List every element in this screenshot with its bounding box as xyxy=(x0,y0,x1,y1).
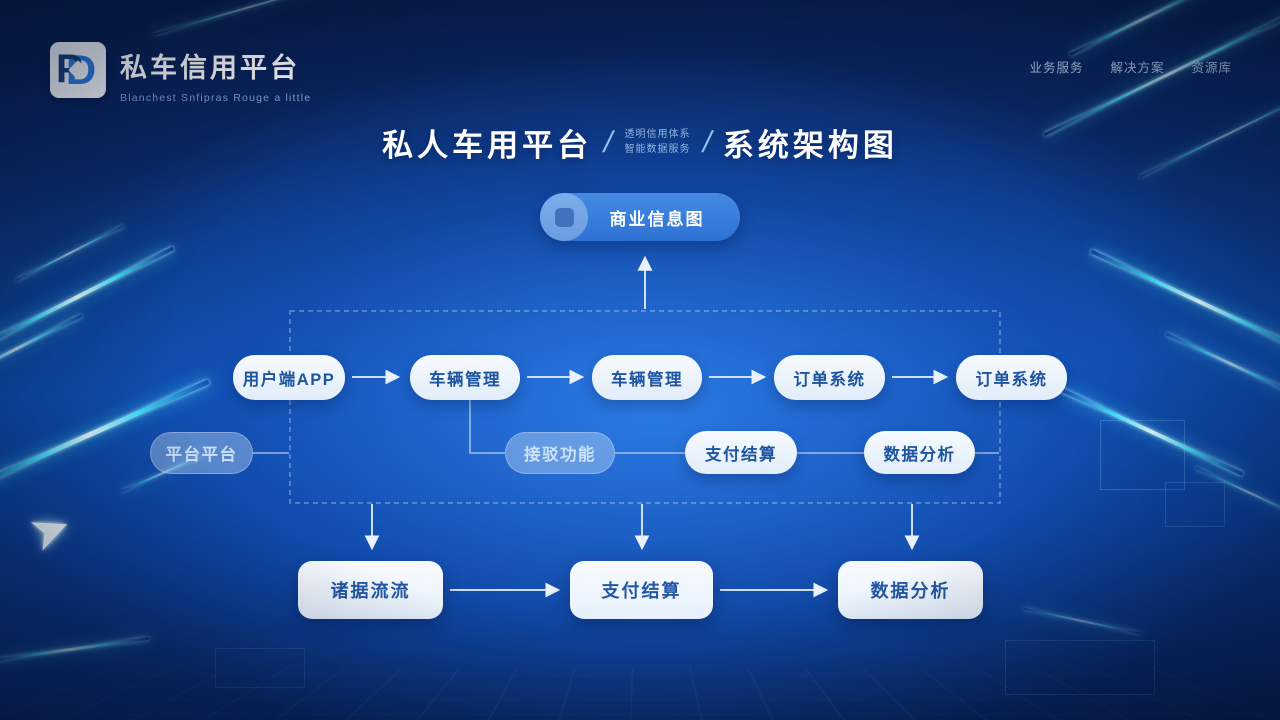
node-platform: 平台平台 xyxy=(150,432,253,474)
node-user-app: 用户端APP xyxy=(233,355,345,400)
node-payment-settlement: 支付结算 xyxy=(685,431,797,474)
node-order-system-2: 订单系统 xyxy=(956,355,1067,400)
node-order-system-1: 订单系统 xyxy=(774,355,885,400)
node-data-analysis-bottom: 数据分析 xyxy=(838,561,983,619)
node-vehicle-mgmt-2: 车辆管理 xyxy=(592,355,702,400)
node-shuttle-function: 接驳功能 xyxy=(505,432,615,474)
node-data-analysis: 数据分析 xyxy=(864,431,975,474)
node-vehicle-mgmt-1: 车辆管理 xyxy=(410,355,520,400)
node-data-flow: 诸据流流 xyxy=(298,561,443,619)
node-payment-settlement-bottom: 支付结算 xyxy=(570,561,713,619)
dashed-boundary xyxy=(289,310,1001,504)
